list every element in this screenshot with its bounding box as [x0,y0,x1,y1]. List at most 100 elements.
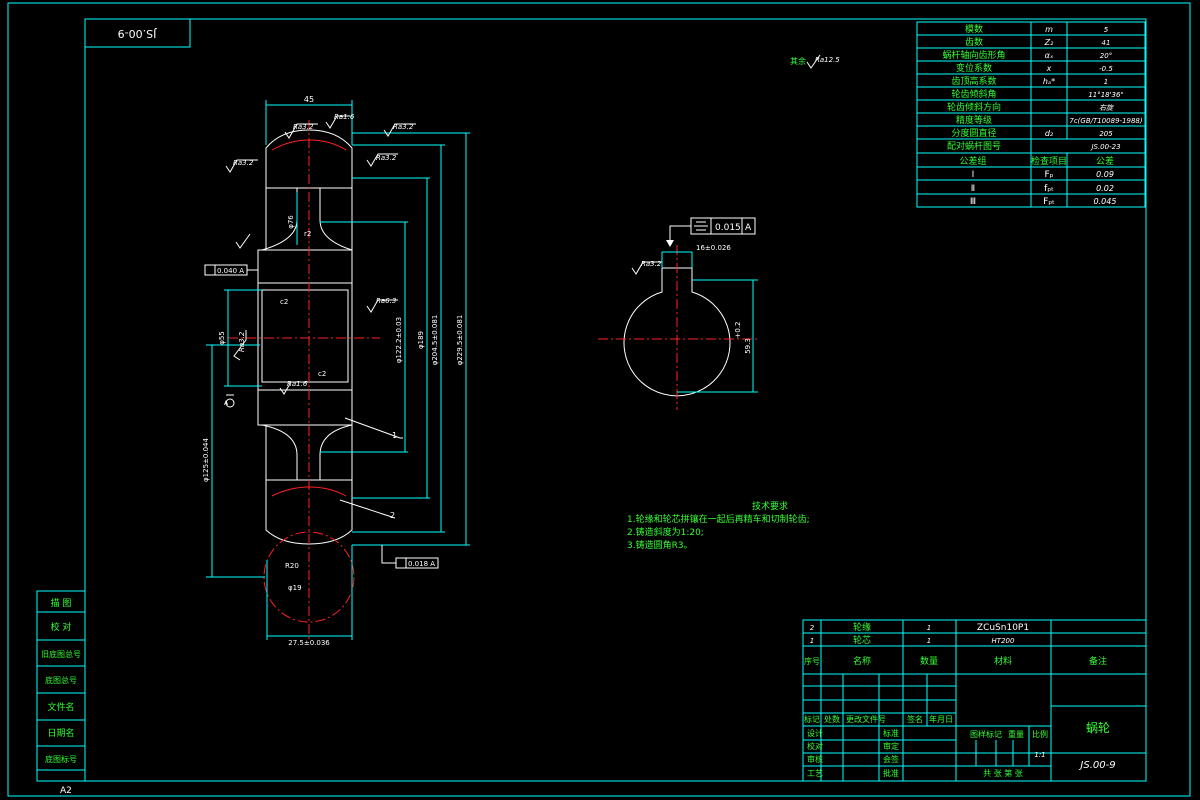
bom-row-2-qty: 1 [927,624,931,632]
param-label-2: 蜗杆轴向齿形角 [942,49,1005,61]
bom-row-2-no: 2 [810,624,815,632]
svg-text:校对: 校对 [807,741,823,751]
outer-border [7,2,1191,797]
strip-1: 描 图 [51,597,72,609]
param-value-2: 20° [1100,52,1112,60]
bom-header-no: 序号 [804,656,820,666]
param-symbol-2: αₓ [1045,51,1054,60]
svg-text:更改文件号: 更改文件号 [846,714,886,724]
tol-row3-group: Ⅲ [970,197,976,207]
title-block [802,619,1147,782]
param-symbol-8: d₂ [1045,129,1054,138]
tol-row3-value: 0.045 [1094,197,1117,206]
tech-item-3: 3.铸造圆角R3。 [627,539,693,551]
param-value-7: 7c(GB/T10089-1988) [1069,117,1143,125]
bom-header-mat: 材料 [994,655,1012,667]
tol-header-value: 公差 [1096,155,1114,167]
tolerance-table: 公差组 检查项目 公差 Ⅰ Fₚ 0.09 Ⅱ fₚₜ 0.02 Ⅲ Fₚₜ 0… [959,155,1116,207]
bore [257,282,353,391]
rim-top [265,129,353,189]
param-label-4: 齿顶高系数 [951,75,996,87]
dim-d1222: φ122.2±0.03 [395,317,403,363]
param-label-0: 模数 [965,23,983,35]
dim-c2b: c2 [318,370,326,378]
bom-row-2-name: 轮缘 [853,621,871,633]
tol-row2-item: fₚₜ [1044,184,1054,194]
tol-header-item: 检查项目 [1031,155,1067,167]
dim-r20: R20 [285,562,299,570]
svg-text:处数: 处数 [824,714,840,724]
param-value-5: 11°18'36" [1088,91,1123,99]
left-strip: 描 图 校 对 旧底图总号 底图总号 文件名 日期名 底图标号 [36,590,86,782]
param-label-3: 变位系数 [956,62,992,74]
svg-text:图样标记: 图样标记 [970,729,1002,739]
code-box-text: JS.00-9 [118,27,158,40]
svg-text:设计: 设计 [807,728,823,738]
key-width: 16±0.026 [696,244,731,252]
runout-1: 0.040 A [217,267,244,275]
svg-text:共 张 第 张: 共 张 第 张 [983,768,1023,778]
part-name: 蜗轮 [1086,720,1110,735]
bom-row-1-name: 轮芯 [853,634,871,646]
inner-border [84,18,1147,782]
param-value-0: 5 [1104,26,1109,34]
bom-header-note: 备注 [1089,655,1107,667]
hub-top [257,249,353,284]
sym-datum: A [745,223,752,233]
param-label-1: 齿数 [965,36,983,48]
svg-text:会签: 会签 [883,754,899,764]
key-depth: 59.3 [744,338,752,354]
tol-header-group: 公差组 [959,155,986,167]
keyway-view: 16±0.026 59.3 +0.2 0.015 A Ra3.2 [598,217,760,410]
leader-1: 1 [392,431,397,440]
bore-with-keyway [623,267,731,397]
dim-d55: φ55 [218,331,226,345]
param-label-9: 配对蜗杆图号 [947,140,1001,152]
dim-hub-width: 27.5±0.036 [288,639,330,647]
strip-3: 旧底图总号 [41,649,81,659]
sheet-corner-code: A2 [60,786,72,796]
svg-text:批准: 批准 [883,768,899,778]
svg-text:审定: 审定 [883,741,899,751]
param-value-8: 205 [1099,130,1113,138]
param-symbol-1: Z₂ [1044,38,1054,47]
section-view: 45 φ229.5±0.081 φ204.5±0.081 φ189 φ122.2… [202,95,470,647]
param-value-3: -0.5 [1099,65,1113,73]
worm-outline [263,531,355,623]
dim-c2a: c2 [280,298,288,306]
param-label-6: 轮齿倾斜方向 [947,101,1001,113]
param-label-5: 轮齿倾斜角 [951,88,996,100]
dim-r2: r2 [304,230,311,238]
roughness-marks: Ra3.2 Ra1.6 Ra3.2 Ra3.2 Ra3.2 Ra6.3 Ra1.… [225,113,416,395]
svg-text:Ra1.6: Ra1.6 [287,380,308,388]
param-symbol-4: hₐ* [1043,77,1055,86]
dim-d20455: φ204.5±0.081 [431,315,439,366]
technical-requirements: 技术要求 1.轮缘和轮芯拼镶在一起后再精车和切制轮齿; 2.铸造斜度为1:20;… [627,500,810,551]
param-symbol-0: m [1045,25,1053,34]
svg-text:年月日: 年月日 [929,714,953,724]
param-symbol-3: x [1046,64,1052,73]
tech-item-1: 1.轮缘和轮芯拼镶在一起后再精车和切制轮齿; [627,513,810,525]
tech-title: 技术要求 [752,500,788,512]
strip-7: 底图标号 [45,754,77,764]
strip-5: 文件名 [47,701,74,713]
bom-rows: 2 轮缘 1 ZCuSn10P1 1 轮芯 1 HT200 序号 名称 数量 材… [804,621,1107,667]
svg-text:其余: 其余 [790,56,806,66]
bom-row-2-mat: ZCuSn10P1 [977,623,1029,633]
svg-text:Ra12.5: Ra12.5 [815,56,840,64]
strip-4: 底图总号 [45,675,77,685]
svg-text:签名: 签名 [907,714,923,724]
dim-d125: φ125±0.044 [202,438,210,482]
datum-a: A [224,400,229,407]
svg-text:Ra3.2: Ra3.2 [293,123,314,131]
bom-header-name: 名称 [853,655,871,667]
svg-text:标准: 标准 [883,728,899,738]
svg-text:审核: 审核 [807,754,823,764]
bom-row-1-qty: 1 [927,637,931,645]
dim-d76: φ76 [287,215,295,229]
svg-text:重量: 重量 [1008,729,1024,739]
param-value-4: 1 [1104,78,1108,86]
dim-d19: φ19 [288,584,302,592]
